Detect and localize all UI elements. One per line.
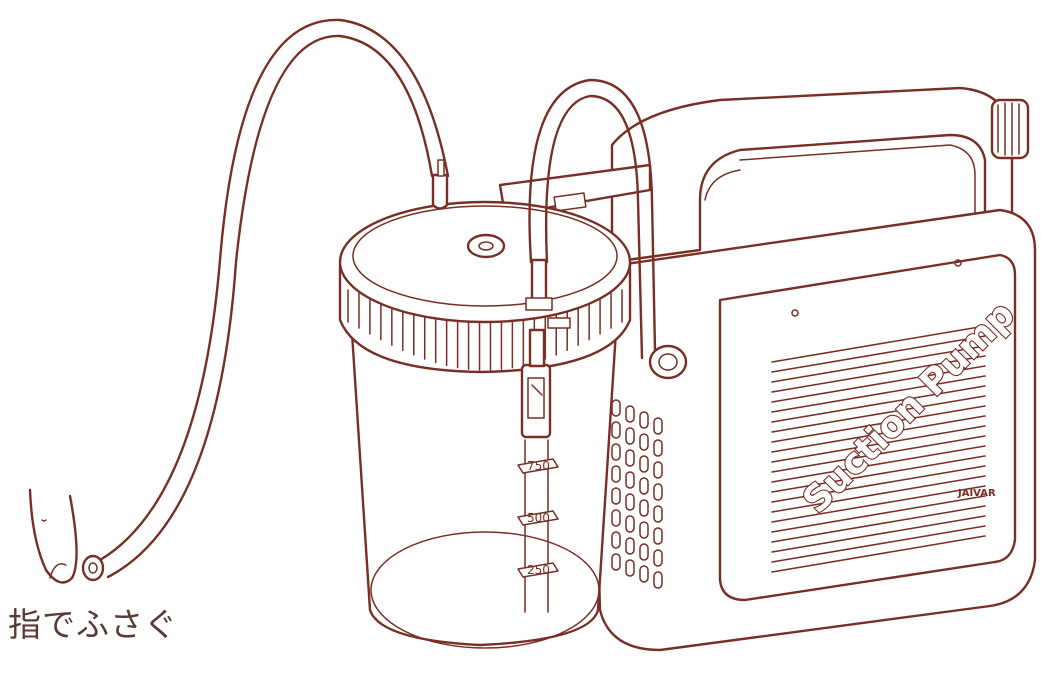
lid-nozzle-pump (532, 260, 546, 300)
scale-mark-label: 750 (527, 459, 550, 473)
maker-logo: JAIVAR (957, 488, 996, 499)
finger-illustration (30, 490, 77, 583)
scale-mark-label: 250 (527, 563, 550, 577)
scale-mark-label: 500 (527, 511, 550, 525)
tube-tip (83, 556, 103, 580)
pump-unit: Suction Pump JAIVAR (592, 88, 1035, 650)
collection-jar: 750 500 250 (340, 175, 630, 648)
jar-lid (340, 202, 630, 322)
caption-cover-with-finger: 指でふさぐ (8, 598, 178, 646)
float-valve (522, 365, 550, 437)
lid-nozzle-patient (433, 175, 447, 209)
